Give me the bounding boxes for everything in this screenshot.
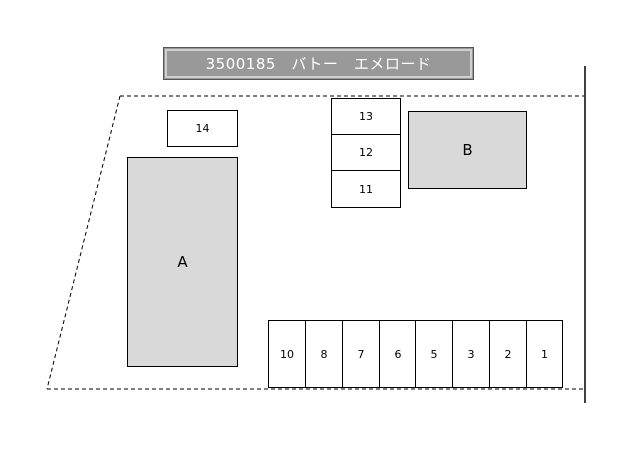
parking-space-8: 8 (305, 320, 343, 388)
parking-space-12: 12 (331, 134, 401, 171)
parking-space-1: 1 (526, 320, 563, 388)
boundary-left (46, 95, 121, 390)
parking-space-13: 13 (331, 98, 401, 135)
parking-space-6: 6 (379, 320, 417, 388)
parking-space-14: 14 (167, 110, 238, 147)
parking-space-2: 2 (489, 320, 527, 388)
parking-space-11: 11 (331, 170, 401, 208)
building-a: A (127, 157, 238, 367)
building-b: B (408, 111, 527, 189)
parking-space-7: 7 (342, 320, 380, 388)
parking-space-3: 3 (452, 320, 490, 388)
parking-space-5: 5 (415, 320, 453, 388)
parking-space-10: 10 (268, 320, 306, 388)
property-title: 3500185 バトー エメロード (163, 47, 474, 80)
